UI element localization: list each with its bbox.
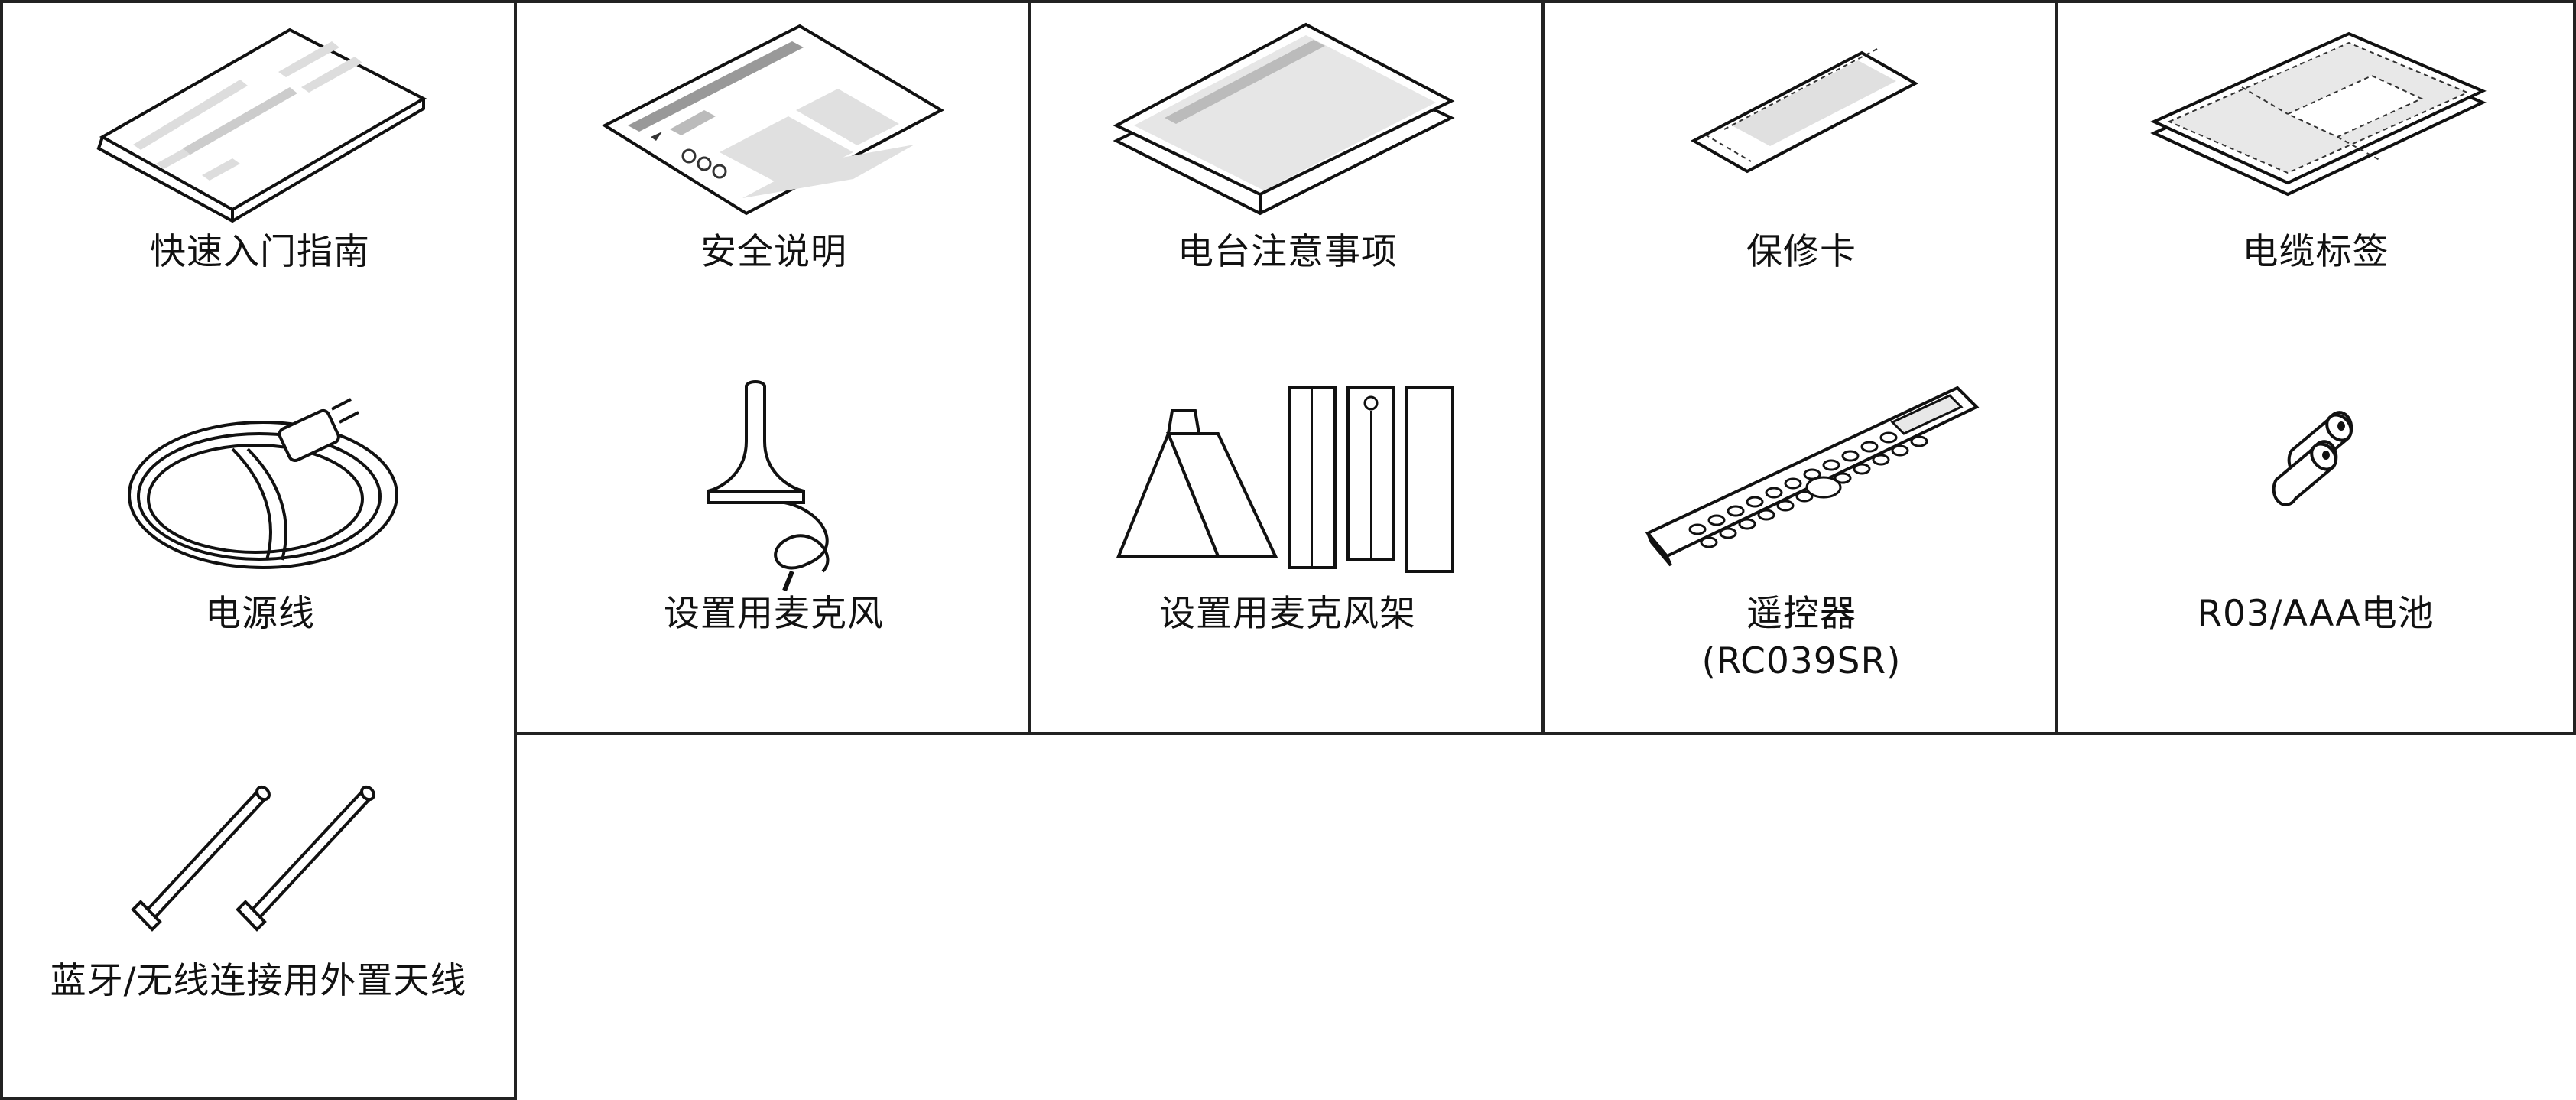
warranty-card-icon <box>1545 3 2058 233</box>
item-label-line1: 遥控器 <box>1746 593 1856 635</box>
batteries-icon <box>2058 365 2573 594</box>
item-label: 设置用麦克风 <box>664 593 884 635</box>
item-label: 蓝牙/无线连接用外置天线 <box>50 960 467 1002</box>
item-radio-notes: 电台注意事项 <box>1028 0 1545 368</box>
item-setup-microphone: 设置用麦克风 <box>514 365 1031 735</box>
item-label: 遥控器 (RC039SR) <box>1545 591 2058 685</box>
item-cable-labels: 电缆标签 <box>2055 0 2576 368</box>
remote-control-icon <box>1545 365 2058 594</box>
quick-start-guide-icon <box>3 3 517 233</box>
item-label-model: (RC039SR) <box>1701 640 1902 682</box>
item-remote-control: 遥控器 (RC039SR) <box>1541 365 2058 735</box>
item-label: 保修卡 <box>1746 231 1856 273</box>
item-label: 电源线 <box>205 593 315 635</box>
setup-microphone-icon <box>517 365 1031 594</box>
item-batteries: R03/AAA电池 <box>2055 365 2576 735</box>
item-label: 快速入门指南 <box>150 231 370 273</box>
item-label: R03/AAA电池 <box>2197 593 2435 635</box>
cable-labels-icon <box>2058 3 2573 233</box>
item-label: 设置用麦克风架 <box>1159 593 1416 635</box>
radio-notes-icon <box>1031 3 1545 233</box>
item-label: 电缆标签 <box>2242 231 2389 273</box>
power-cord-icon <box>3 365 517 594</box>
microphone-stand-icon <box>1031 365 1545 594</box>
item-external-antenna: 蓝牙/无线连接用外置天线 <box>0 732 517 1100</box>
safety-instructions-icon <box>517 3 1031 233</box>
item-label: 安全说明 <box>700 231 847 273</box>
item-warranty-card: 保修卡 <box>1541 0 2058 368</box>
external-antenna-icon <box>3 732 514 962</box>
item-safety-instructions: 安全说明 <box>514 0 1031 368</box>
item-label: 电台注意事项 <box>1178 231 1398 273</box>
item-quick-start-guide: 快速入门指南 <box>0 0 517 368</box>
item-power-cord: 电源线 <box>0 365 517 735</box>
item-microphone-stand: 设置用麦克风架 <box>1028 365 1545 735</box>
